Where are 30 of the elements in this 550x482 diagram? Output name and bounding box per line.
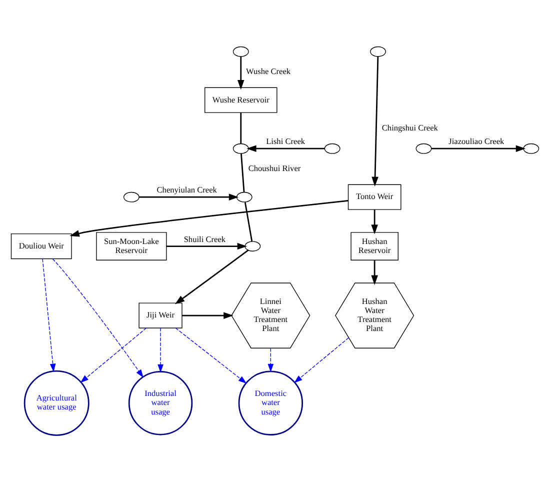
arrow	[372, 56, 379, 187]
node-cloud	[416, 143, 432, 154]
arrow	[182, 312, 234, 319]
arrow	[371, 210, 378, 234]
connector	[244, 202, 253, 242]
arrow	[139, 194, 239, 200]
node-cloud	[244, 241, 261, 252]
arrow	[268, 348, 274, 372]
arrow	[174, 250, 249, 304]
node-cloud	[324, 143, 340, 154]
connector	[240, 154, 245, 192]
arrow	[431, 145, 526, 152]
node-cloud	[232, 143, 249, 154]
arrow	[237, 56, 244, 90]
arrow	[52, 258, 144, 378]
node-cloud	[232, 46, 249, 57]
arrow	[246, 145, 325, 152]
arrow	[80, 328, 147, 383]
arrow	[70, 200, 348, 237]
arrow	[42, 258, 56, 372]
arrow	[294, 337, 349, 384]
arrow	[158, 328, 164, 373]
arrow	[371, 260, 378, 286]
node-cloud	[370, 46, 386, 57]
arrow	[175, 328, 247, 384]
node-cloud	[123, 192, 140, 202]
node-cloud	[523, 143, 540, 154]
arrow	[166, 242, 248, 250]
node-cloud	[236, 192, 252, 202]
connector	[240, 112, 242, 144]
